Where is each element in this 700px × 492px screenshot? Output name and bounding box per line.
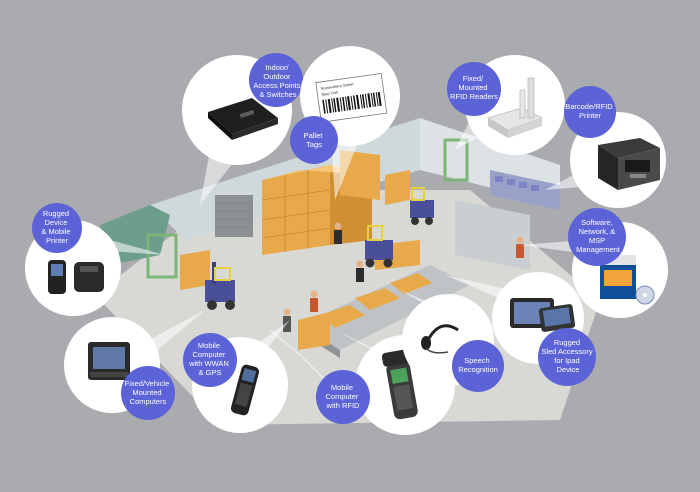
rugged-device-printer-icon (48, 260, 104, 294)
callout-label-circle (121, 366, 175, 420)
callout-rugged-device: Rugged Device & Mobile Printer (25, 203, 121, 316)
callout-line: Sled Accessory (541, 347, 593, 356)
callout-line: Mobile (331, 383, 353, 392)
callout-label-circle (32, 203, 82, 253)
callout-line: Computer (325, 392, 358, 401)
callout-line: for Ipad (554, 356, 579, 365)
svg-text:Speech Recognition: Speech Recognition (458, 356, 498, 374)
headset-icon (421, 324, 459, 354)
callout-line: Rugged (43, 209, 69, 218)
callout-line: Rugged (554, 338, 580, 347)
pallet-tag-label-icon: Somewhere Street New York (315, 72, 388, 123)
callout-line: & Mobile (41, 227, 70, 236)
callout-mobile-rfid: Mobile Computer with RFID (316, 335, 455, 435)
callout-vehicle-computers: Fixed/Vehicle Mounted Computers (64, 317, 175, 420)
vehicle-computer-icon (88, 342, 130, 380)
callout-line: Barcode/RFID (565, 102, 613, 111)
callout-line: Pallet (304, 131, 324, 140)
callout-line: Access Points (253, 81, 300, 90)
callout-line: Management (576, 245, 621, 254)
callout-line: MSP (589, 236, 605, 245)
svg-text:Pallet Tags: Pallet Tags (304, 131, 325, 149)
svg-text:Barcode/RFID Printer: Barcode/RFID Printer (565, 102, 615, 120)
handheld-scanner-icon (230, 364, 260, 416)
callout-line: Tags (306, 140, 322, 149)
callout-line: with WWAN (188, 359, 229, 368)
rfid-reader-icon (487, 77, 543, 138)
callout-line: RFID Readers (450, 92, 498, 101)
callout-line: Computers (130, 397, 167, 406)
callout-line: Printer (579, 111, 602, 120)
callout-label-circle (452, 340, 504, 392)
barcode-printer-icon (598, 138, 660, 190)
callout-line: Mounted (458, 83, 487, 92)
callout-line: Fixed/Vehicle (125, 379, 170, 388)
forklift-back (410, 187, 434, 225)
svg-text:Fixed/ Mounted RFI: Fixed/ Mounted RFID Readers (450, 74, 498, 101)
svg-text:Fixed/Vehicle Mounted: Fixed/Vehicle Mounted Computers (125, 379, 172, 406)
worker-figures (283, 222, 524, 332)
callout-label-circle (316, 370, 370, 424)
svg-text:Rugged Sled Accessory: Rugged Sled Accessory for Ipad Device (541, 338, 594, 374)
pallet-label-line2: New York (321, 90, 338, 97)
box-stack-right (385, 170, 410, 205)
forklift-left (205, 262, 235, 310)
callout-line: Device (44, 218, 67, 227)
callout-label-circle (249, 53, 303, 107)
svg-text:Mobile Computer wi: Mobile Computer with WWAN & GPS (188, 341, 231, 377)
callout-label-circle (538, 328, 596, 386)
forklift-center (365, 225, 393, 268)
dock-gate-right (443, 138, 469, 182)
svg-text:Mobile Computer wi: Mobile Computer with RFID (325, 383, 360, 410)
callout-line: Printer (46, 236, 69, 245)
callout-line: Software, (581, 218, 613, 227)
callout-pallet-tags: Somewhere Street New York Pallet Tags (290, 46, 400, 164)
rfid-handheld-icon (381, 349, 418, 420)
callout-line: & Switches (259, 90, 296, 99)
callout-line: Outdoor (263, 72, 291, 81)
callout-line: Recognition (458, 365, 498, 374)
callout-line: Network, & (579, 227, 616, 236)
dock-gate (146, 233, 178, 279)
callout-label-circle (564, 86, 616, 138)
callout-line: Device (557, 365, 580, 374)
svg-text:Indoor/ Outdoor Ac: Indoor/ Outdoor Access Points & Switches (253, 63, 302, 99)
callout-label-circle (568, 208, 626, 266)
roll-up-door (215, 195, 253, 237)
callout-line: Speech (464, 356, 489, 365)
access-point-device-icon (208, 98, 278, 140)
callout-line: Mobile (198, 341, 220, 350)
callout-label-circle (183, 333, 237, 387)
callout-rfid-readers: Fixed/ Mounted RFID Readers (447, 55, 565, 155)
box-stack-lower (298, 312, 330, 350)
svg-text:Software, Network, &: Software, Network, & MSP Management (576, 218, 621, 254)
callout-mobile-wwan: Mobile Computer with WWAN & GPS (183, 333, 288, 433)
callout-speech: Speech Recognition (402, 294, 504, 392)
callout-sled: Rugged Sled Accessory for Ipad Device (492, 272, 596, 386)
tablet-sled-icon (510, 298, 576, 332)
pallet-label-line1: Somewhere Street (320, 81, 354, 91)
svg-text:Rugged Device & Mo: Rugged Device & Mobile Printer (41, 209, 72, 245)
callout-label-circle (290, 116, 338, 164)
callout-line: Computer (192, 350, 225, 359)
callout-barcode-printer: Barcode/RFID Printer (564, 86, 666, 208)
side-wall-right (455, 200, 530, 270)
callout-line: Mounted (132, 388, 161, 397)
software-box-icon (600, 255, 655, 305)
safety-rail (269, 329, 331, 386)
callout-label-circle (447, 62, 501, 116)
callout-access-points: Indoor/ Outdoor Access Points & Switches (182, 53, 303, 165)
pallet-boxes-left (180, 250, 210, 290)
callout-software: Software, Network, & MSP Management (568, 208, 668, 318)
callout-line: & GPS (199, 368, 222, 377)
callout-line: Indoor/ (265, 63, 289, 72)
callout-line: Fixed/ (463, 74, 484, 83)
callout-line: with RFID (326, 401, 361, 410)
